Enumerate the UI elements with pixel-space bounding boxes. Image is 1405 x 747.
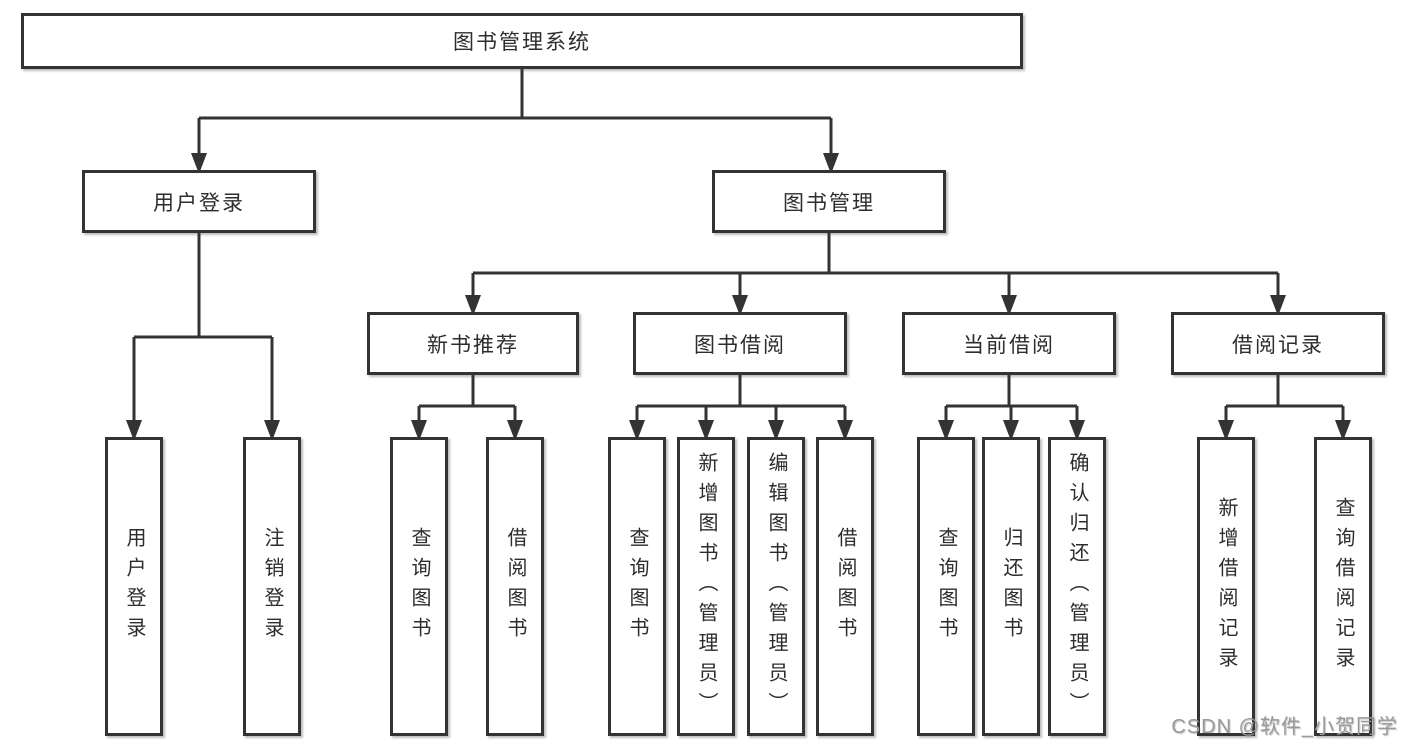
node-label: 新书推荐 [427, 333, 519, 357]
edge-current-children [944, 375, 1079, 428]
node-label: 查询借阅记录 [1332, 496, 1354, 677]
edge-recommendation-children [417, 375, 517, 428]
node-label: 图书管理系统 [453, 31, 591, 54]
node-label: 用户登录 [153, 191, 245, 215]
node-logout-action: 注销登录 [243, 437, 301, 736]
node-borrow-books-recommend: 借阅图书 [486, 437, 544, 736]
node-confirm-return-admin: 确认归还（管理员） [1048, 437, 1106, 736]
node-query-books-borrowing: 查询图书 [608, 437, 666, 736]
edge-root-to-level2 [197, 69, 833, 160]
node-book-borrowing: 图书借阅 [633, 312, 847, 375]
node-label: 新增借阅记录 [1215, 496, 1237, 677]
arrowheads [126, 153, 1351, 441]
node-current-borrowing: 当前借阅 [902, 312, 1116, 375]
edge-borrowing-children [635, 375, 847, 428]
edge-book-management-children [471, 233, 1280, 302]
node-label: 用户登录 [123, 526, 145, 647]
node-label: 确认归还（管理员） [1066, 451, 1088, 722]
edge-records-children [1224, 375, 1345, 428]
node-borrowing-records: 借阅记录 [1171, 312, 1385, 375]
node-return-books: 归还图书 [982, 437, 1040, 736]
node-borrow-books-borrowing: 借阅图书 [816, 437, 874, 736]
node-label: 查询图书 [935, 526, 957, 647]
csdn-watermark: CSDN @软件_小贺同学 [1171, 716, 1398, 738]
node-label: 注销登录 [261, 526, 283, 647]
node-user-login-action: 用户登录 [105, 437, 163, 736]
node-label: 图书管理 [783, 191, 875, 215]
node-label: 编辑图书（管理员） [765, 451, 787, 722]
node-label: 借阅记录 [1232, 333, 1324, 357]
edge-user-login-children [132, 233, 274, 428]
node-new-book-recommendation: 新书推荐 [367, 312, 579, 375]
node-user-login: 用户登录 [82, 170, 316, 233]
node-label: 查询图书 [408, 526, 430, 647]
node-add-borrow-record: 新增借阅记录 [1197, 437, 1255, 736]
node-label: 查询图书 [626, 526, 648, 647]
node-label: 新增图书（管理员） [695, 451, 717, 722]
node-add-books-admin: 新增图书（管理员） [677, 437, 735, 736]
node-label: 借阅图书 [504, 526, 526, 647]
node-library-management-system: 图书管理系统 [21, 13, 1023, 69]
node-query-books-current: 查询图书 [917, 437, 975, 736]
node-query-borrow-record: 查询借阅记录 [1314, 437, 1372, 736]
node-label: 归还图书 [1000, 526, 1022, 647]
node-book-management: 图书管理 [712, 170, 946, 233]
node-label: 图书借阅 [694, 333, 786, 357]
node-edit-books-admin: 编辑图书（管理员） [747, 437, 805, 736]
node-label: 借阅图书 [834, 526, 856, 647]
node-query-books-recommend: 查询图书 [390, 437, 448, 736]
node-label: 当前借阅 [963, 333, 1055, 357]
